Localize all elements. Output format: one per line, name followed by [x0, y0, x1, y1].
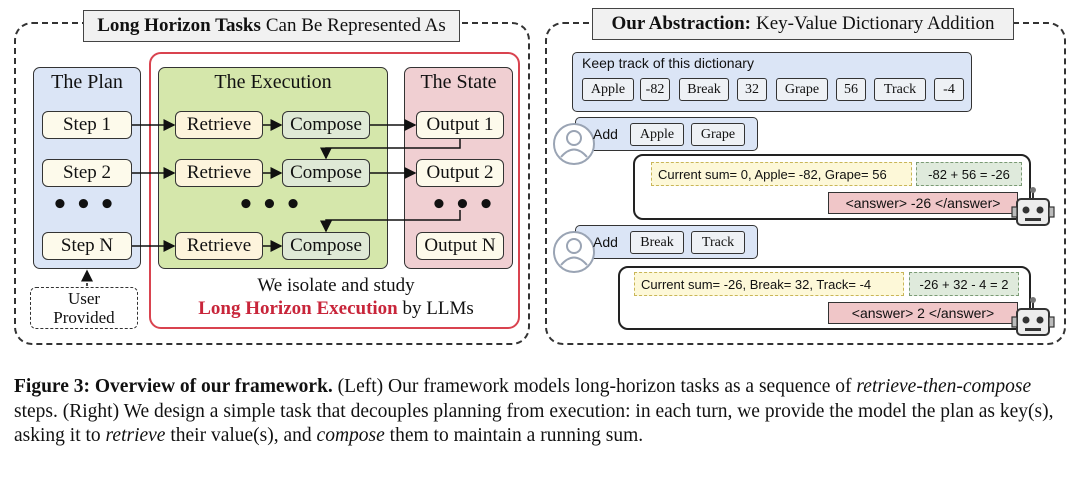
execution-label: The Execution [214, 71, 332, 93]
turn2-key-track: Track [691, 231, 745, 254]
state-output-n: Output N [416, 232, 504, 260]
arrow-output1-feedback [320, 139, 461, 160]
right-panel-title: Our Abstraction:Key-Value Dictionary Add… [592, 8, 1014, 40]
figure-caption: Figure 3: Overview of our framework. (Le… [14, 375, 1066, 449]
turn1-expr: -82 + 56 = -26 [916, 162, 1022, 186]
caption-left-tag: (Left) [337, 376, 384, 397]
right-title-bold: Our Abstraction: [611, 13, 751, 34]
dict-key-track: Track [874, 78, 926, 101]
turn2-add-label: Add [593, 234, 618, 250]
dict-val-apple: -82 [640, 78, 670, 101]
compose-node-n: Compose [282, 232, 370, 260]
turn1-add-label: Add [593, 126, 618, 142]
robot-icon [1011, 187, 1055, 226]
flow-arrows [81, 119, 461, 286]
caption-t2: retrieve-then-compose [856, 376, 1032, 397]
arrow-output-feedback-n [320, 210, 461, 233]
retrieve-node-1: Retrieve [175, 111, 263, 139]
dict-val-grape: 56 [836, 78, 866, 101]
dict-key-apple: Apple [582, 78, 634, 101]
turn2-expr: -26 + 32 - 4 = 2 [909, 272, 1019, 296]
left-title-rest: Can Be Represented As [265, 15, 446, 36]
turn2-calc: Current sum= -26, Break= 32, Track= -4 [634, 272, 904, 296]
retrieve-node-2: Retrieve [175, 159, 263, 187]
retrieve-node-n: Retrieve [175, 232, 263, 260]
plan-step-n: Step N [42, 232, 132, 260]
dict-key-break: Break [679, 78, 729, 101]
turn1-calc: Current sum= 0, Apple= -82, Grape= 56 [651, 162, 912, 186]
dict-val-break: 32 [737, 78, 767, 101]
caption-t4: We design a simple task that decouples p… [14, 400, 1054, 447]
state-label: The State [420, 71, 497, 93]
robot-icon [1011, 297, 1055, 336]
isolate-text-line1: We isolate and study [257, 275, 415, 296]
caption-t1: Our framework models long-horizon tasks … [388, 376, 852, 397]
isolate-tail: by LLMs [402, 298, 474, 319]
right-title-rest: Key-Value Dictionary Addition [756, 13, 995, 34]
user-avatar-icon [553, 123, 595, 165]
caption-right-tag: (Right) [62, 400, 120, 422]
compose-node-2: Compose [282, 159, 370, 187]
compose-node-1: Compose [282, 111, 370, 139]
turn1-key-grape: Grape [691, 123, 745, 146]
turn2-answer: <answer> 2 </answer> [828, 302, 1018, 324]
user-provided-box [30, 287, 138, 329]
execution-dots: ••• [237, 190, 309, 220]
turn1-answer: <answer> -26 </answer> [828, 192, 1018, 214]
caption-t7: compose [316, 425, 385, 446]
turn2-key-break: Break [630, 231, 684, 254]
isolate-text-line2: Long Horizon Execution by LLMs [152, 298, 520, 320]
state-output-2: Output 2 [416, 159, 504, 187]
left-title-bold: Long Horizon Tasks [97, 15, 261, 36]
plan-label: The Plan [51, 71, 123, 93]
long-horizon-execution-frame [149, 52, 520, 329]
caption-t3: steps. [14, 400, 58, 422]
dict-key-grape: Grape [776, 78, 828, 101]
caption-t6: their value(s), and [170, 425, 312, 446]
user-provided-label: User Provided [53, 289, 115, 327]
caption-t5: retrieve [105, 425, 166, 446]
caption-bold: Overview of our framework. [94, 376, 333, 397]
isolate-highlight: Long Horizon Execution [198, 298, 398, 319]
plan-step-1: Step 1 [42, 111, 132, 139]
plan-dots: ••• [51, 190, 123, 220]
caption-label: Figure 3: [14, 376, 91, 397]
state-output-1: Output 1 [416, 111, 504, 139]
plan-step-2: Step 2 [42, 159, 132, 187]
caption-t8: them to maintain a running sum. [389, 425, 644, 446]
dictionary-title: Keep track of this dictionary [582, 55, 754, 71]
user-avatar-icon [553, 231, 595, 273]
state-dots: ••• [430, 190, 502, 220]
dict-val-track: -4 [934, 78, 964, 101]
turn1-key-apple: Apple [630, 123, 684, 146]
